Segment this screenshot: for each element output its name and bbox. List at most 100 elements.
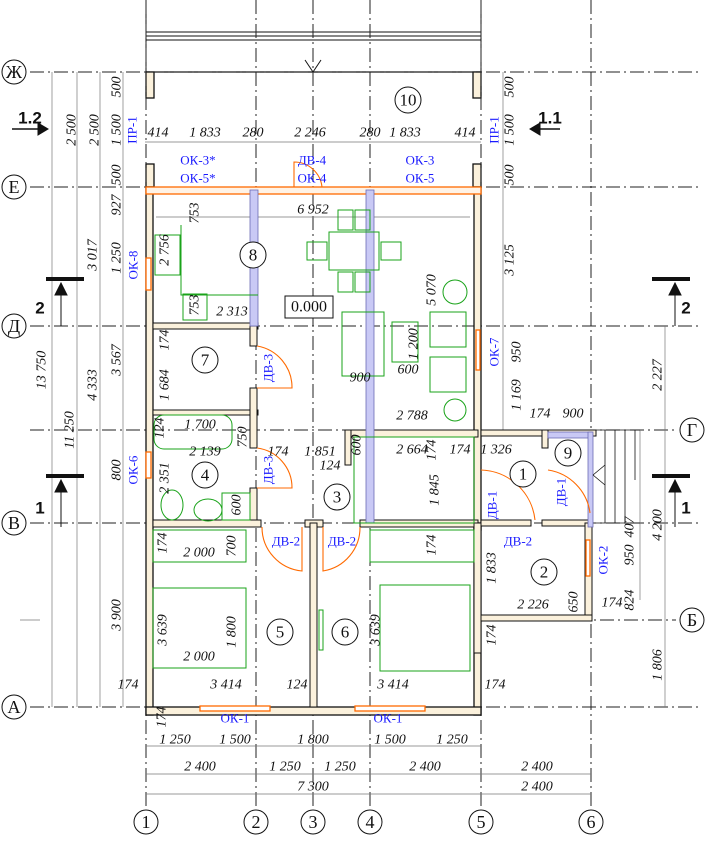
opening-mark: ОК-1: [221, 711, 250, 726]
dimension-lines: [20, 72, 666, 795]
opening-mark: ДВ-3: [261, 456, 276, 484]
dimension-interior: 2 000: [183, 546, 215, 561]
section-mark-label: 1: [681, 499, 690, 518]
room-number: 6: [341, 623, 350, 642]
axis-bubble: [243, 809, 269, 835]
wardrobe: [369, 529, 475, 563]
axis-bubble: [1, 694, 27, 720]
dimension-left: 800: [110, 460, 125, 481]
dimension-bottom: 2 400: [409, 760, 441, 775]
dimension-right: 2 227: [651, 358, 666, 391]
axis-bubble: [300, 809, 326, 835]
room-number: 7: [201, 351, 210, 370]
section-mark-label: 2: [35, 299, 44, 318]
dimension-interior: 3 639: [156, 614, 171, 647]
dimension-interior: 3 414: [209, 678, 242, 693]
plant-icon: [443, 398, 467, 422]
opening-mark: ДВ-1: [485, 491, 500, 519]
dimension-right: 1 806: [651, 649, 666, 681]
opening-mark: ОК-4: [298, 171, 327, 186]
dimension-interior: 174: [118, 678, 139, 693]
dimension-interior: 174: [268, 445, 289, 460]
room-number-bubble: [323, 483, 351, 511]
dimension-bottom: 2 400: [184, 760, 216, 775]
dimension-interior: 900: [350, 371, 371, 386]
dimension-left: 4 333: [86, 369, 101, 401]
dimension-interior: 174: [485, 678, 506, 693]
bathtub: [153, 414, 233, 450]
dimension-right: 500: [503, 77, 518, 98]
opening-mark: ОК-3*: [180, 153, 215, 168]
dimension-interior: 2 664: [396, 443, 428, 458]
dimension-interior: 1 700: [184, 418, 216, 433]
dimension-bottom: 1 800: [297, 733, 329, 748]
dimension-interior: 2 000: [183, 650, 215, 665]
dimension-bottom: 1 500: [219, 733, 251, 748]
dimension-left: 2 500: [88, 114, 103, 146]
section-mark-label: 1.1: [538, 109, 562, 128]
dimension-interior: 174: [425, 535, 440, 556]
axis-bubble: [1, 59, 27, 85]
axis-bubble: [468, 809, 494, 835]
dimension-interior: 2 226: [517, 598, 549, 613]
opening-mark: ОК-2: [596, 546, 611, 575]
dimension-interior: 700: [225, 536, 240, 557]
bed: [152, 587, 247, 669]
room-number: 8: [249, 246, 258, 265]
dimension-interior: 174: [156, 533, 171, 554]
dimension-interior: 1 684: [158, 369, 173, 401]
opening-mark: ДВ-4: [298, 153, 327, 168]
plant-icon: [442, 279, 468, 305]
opening-mark: ОК-3: [406, 153, 435, 168]
stairs: [592, 429, 640, 524]
dimension-interior: 600: [230, 495, 245, 516]
axis-bubble: [679, 607, 705, 633]
axis-label: А: [8, 697, 21, 717]
dimension-interior: 174: [485, 625, 500, 646]
level-mark-box: [284, 295, 334, 319]
dimension-right: 1 169: [510, 379, 525, 411]
room-number-bubble: [530, 558, 558, 586]
room-number: 1: [519, 465, 528, 484]
dimension-interior: 1 200: [407, 328, 422, 360]
axis-label: 6: [587, 812, 596, 832]
dimension-right: 500: [503, 165, 518, 186]
dimension-left: 1 500: [110, 114, 125, 146]
dimension-interior: 174: [450, 443, 471, 458]
dimension-interior: 2 756: [158, 234, 173, 266]
dimension-interior: 2 139: [189, 445, 221, 460]
dimension-interior: 600: [398, 363, 419, 378]
dimension-top: 2 246: [294, 126, 326, 141]
dimension-interior: 2 313: [216, 305, 248, 320]
opening-mark: ОК-7: [487, 337, 502, 366]
walls: [145, 186, 597, 716]
washing-machine: [221, 492, 251, 521]
floor-level-mark: 0.000: [291, 299, 327, 316]
section-mark-label: 2: [681, 299, 690, 318]
windows: [145, 257, 591, 712]
doors: [256, 161, 591, 572]
dimension-interior: 1 845: [428, 474, 443, 506]
bed: [379, 584, 471, 672]
dimension-interior: 3 639: [369, 614, 384, 647]
axis-label: Ж: [6, 62, 23, 82]
dimension-bottom: 2 400: [521, 780, 553, 795]
dimension-left: 500: [110, 165, 125, 186]
dimension-top: 414: [148, 126, 169, 141]
opening-mark: ДВ-3: [261, 354, 276, 382]
washbasin: [193, 498, 223, 522]
dimension-right: 1 500: [503, 114, 518, 146]
axis-label: 1: [142, 812, 151, 832]
dimension-left: 3 900: [110, 599, 125, 632]
room-number-bubble: [554, 439, 582, 467]
axis-label: Г: [687, 420, 697, 440]
room-number: 3: [333, 488, 342, 507]
dimension-bottom: 1 250: [324, 760, 356, 775]
dimension-top: 280: [360, 126, 381, 141]
opening-mark: ОК-8: [126, 251, 141, 280]
section-mark-label: 1.2: [18, 109, 42, 128]
opening-mark: ДВ-2: [272, 534, 300, 549]
dimension-interior: 750: [236, 427, 251, 448]
